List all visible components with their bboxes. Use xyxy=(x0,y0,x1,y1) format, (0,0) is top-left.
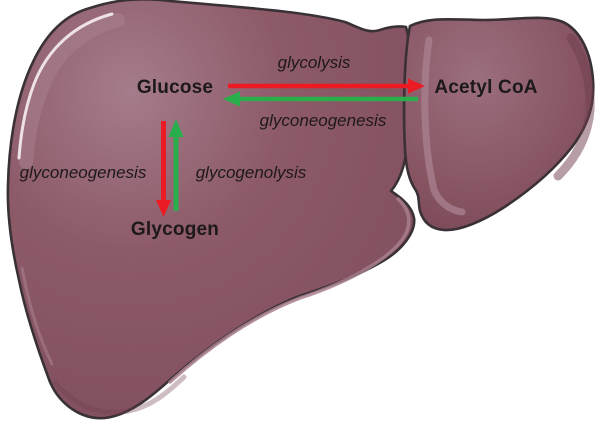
node-acetyl-coa: Acetyl CoA xyxy=(434,77,538,98)
left-lobe-bottom-shadow xyxy=(52,374,187,415)
left-lobe-left-rim-light xyxy=(20,266,54,366)
right-lobe-inner-highlight xyxy=(421,36,466,216)
left-lobe-white-crescent xyxy=(17,12,114,160)
node-glucose: Glucose xyxy=(136,77,214,98)
arrow-glyconeogenesis-vertical-head xyxy=(156,200,171,217)
liver-left-lobe xyxy=(6,0,416,420)
arrow-glycolysis-head xyxy=(408,78,425,94)
label-glycogenolysis: glycogenolysis xyxy=(195,163,307,182)
left-lobe-rim-band xyxy=(19,13,125,169)
arrow-glyconeogenesis-horizontal-head xyxy=(223,91,240,107)
node-glycogen: Glycogen xyxy=(130,219,220,240)
liver-right-lobe xyxy=(402,16,595,232)
label-glyconeogenesis-horizontal: glyconeogenesis xyxy=(259,111,387,130)
left-lobe-bottom-rim-light xyxy=(168,197,411,384)
label-glycolysis: glycolysis xyxy=(277,53,351,72)
arrow-glycogenolysis-head xyxy=(168,119,184,137)
label-glyconeogenesis-vertical: glyconeogenesis xyxy=(19,163,147,182)
right-lobe-edge-shadow xyxy=(553,33,595,181)
